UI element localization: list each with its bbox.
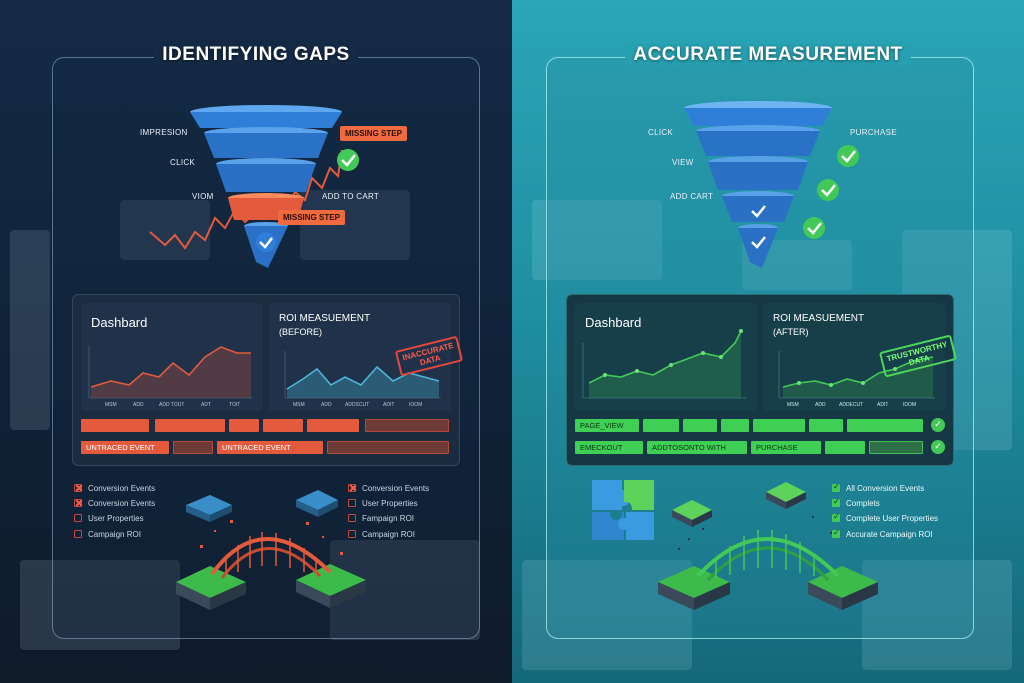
empty-box-icon	[348, 499, 356, 507]
accurate-measurement-panel: ACCURATE MEASUREMENT CLICK VIEW ADD CART…	[512, 0, 1024, 683]
legend-item: Campaign ROI	[348, 530, 415, 539]
event-bar	[809, 419, 843, 432]
missing-step-tag: MISSING STEP	[340, 126, 407, 141]
x-mark-icon	[74, 499, 82, 507]
event-bar	[643, 419, 679, 432]
event-bar	[683, 419, 717, 432]
page-view-bar: PAGE_VIEW	[575, 419, 639, 432]
event-bar	[825, 441, 865, 454]
broken-bridge-icon	[176, 490, 366, 610]
funnel-label-add-cart: ADD CART	[670, 192, 714, 201]
funnel-label-click: CLICK	[648, 128, 674, 137]
card-title: ROI MEASUEMENT	[773, 313, 865, 324]
funnel-label-click: CLICK	[170, 158, 196, 167]
right-funnel	[684, 101, 859, 268]
event-bar	[229, 419, 259, 432]
event-bar	[365, 419, 449, 432]
funnel-label-view: VIEW	[672, 158, 694, 167]
dashboard-after: Dashbard ROI MEASUEMENT (AFTER)	[566, 294, 958, 466]
event-bar	[307, 419, 359, 432]
add-to-cart-bar: ADDTOSONTO WITH	[647, 441, 747, 454]
x-mark-icon	[74, 484, 82, 492]
empty-box-icon	[348, 530, 356, 538]
untraced-event-bar: UNTRACED EVENT	[217, 441, 323, 454]
funnel-label-purchase: PURCHASE	[850, 128, 897, 137]
puzzle-icon	[592, 480, 654, 540]
funnel-label-add-to-cart: ADD TO CART	[322, 192, 380, 201]
check-icon	[832, 497, 840, 507]
card-subtitle: (BEFORE)	[279, 327, 323, 337]
legend-item: Conversion Events	[74, 484, 155, 493]
x-tick: MSM	[787, 402, 799, 408]
check-icon: ✓	[931, 440, 945, 454]
x-tick: MSM	[293, 402, 305, 408]
right-title: ACCURATE MEASUREMENT	[512, 44, 1024, 66]
x-tick: IOOM	[409, 402, 423, 408]
purchase-bar: PURCHASE	[751, 441, 821, 454]
puzzle-and-bridge-icon	[592, 480, 878, 610]
x-tick: ADD	[133, 402, 144, 408]
check-icon	[832, 528, 840, 538]
x-tick: TOIT	[229, 402, 241, 408]
event-bar	[263, 419, 303, 432]
x-tick: ADDSCUT	[345, 402, 370, 408]
event-bar	[869, 441, 923, 454]
x-tick: MSM	[105, 402, 117, 408]
empty-box-icon	[348, 514, 356, 522]
x-mark-icon	[348, 484, 356, 492]
x-tick: ADD	[321, 402, 332, 408]
missing-step-tag: MISSING STEP	[278, 210, 345, 225]
check-icon: ✓	[931, 418, 945, 432]
x-tick: ADD	[815, 402, 826, 408]
x-tick: ADT	[201, 402, 211, 408]
left-funnel	[149, 105, 359, 268]
card-subtitle: (AFTER)	[773, 327, 809, 337]
empty-box-icon	[74, 514, 82, 522]
x-tick: IDOM	[903, 402, 917, 408]
legend-item: Fampaign ROI	[348, 514, 414, 523]
card-title: Dashbard	[91, 315, 148, 330]
untraced-event-bar: UNTRACED EVENT	[81, 441, 169, 454]
event-bar	[173, 441, 213, 454]
card-title: ROI MEASUEMENT	[279, 313, 371, 324]
dashboard-card: Dashbard	[575, 303, 757, 411]
x-tick: ADDECUT	[839, 402, 864, 408]
legend-item: User Properties	[348, 499, 418, 508]
check-icon	[832, 482, 840, 492]
event-bar	[155, 419, 225, 432]
empty-box-icon	[74, 530, 82, 538]
left-title: IDENTIFYING GAPS	[0, 44, 512, 66]
dashboard-chart	[582, 329, 747, 399]
identifying-gaps-panel: IDENTIFYING GAPS IMPRESION CLICK VIOM AD…	[0, 0, 512, 683]
funnel-label-impression: IMPRESION	[140, 128, 188, 137]
checkout-bar: EMECKOUT	[575, 441, 643, 454]
legend-item: Campaign ROI	[74, 530, 141, 539]
dashboard-card: Dashbard MSM ADD ADD TOUT ADT TOIT	[81, 303, 263, 411]
legend-item: Complets	[832, 497, 880, 508]
roi-chart	[778, 351, 935, 399]
legend-item: Complete User Properties	[832, 512, 938, 523]
event-bar	[327, 441, 449, 454]
dashboard-chart	[88, 345, 253, 399]
x-tick: ADIT	[383, 402, 395, 408]
event-bar	[721, 419, 749, 432]
event-bar	[753, 419, 805, 432]
x-tick: ADD TOUT	[159, 402, 185, 408]
legend-item: All Conversion Events	[832, 482, 924, 493]
background-office	[512, 0, 1024, 683]
legend-item: Accurate Campaign ROI	[832, 528, 933, 539]
event-bar	[847, 419, 923, 432]
dashboard-before: Dashbard MSM ADD ADD TOUT ADT TOIT ROI M…	[72, 294, 464, 466]
roi-chart	[284, 351, 441, 399]
legend-item: Conversion Events	[348, 484, 429, 493]
legend-item: Conversion Events	[74, 499, 155, 508]
card-title: Dashbard	[585, 315, 642, 330]
legend-item: User Properties	[74, 514, 144, 523]
check-icon	[832, 512, 840, 522]
funnel-label-view: VIOM	[192, 192, 214, 201]
x-tick: ADIT	[877, 402, 889, 408]
event-bar	[81, 419, 149, 432]
